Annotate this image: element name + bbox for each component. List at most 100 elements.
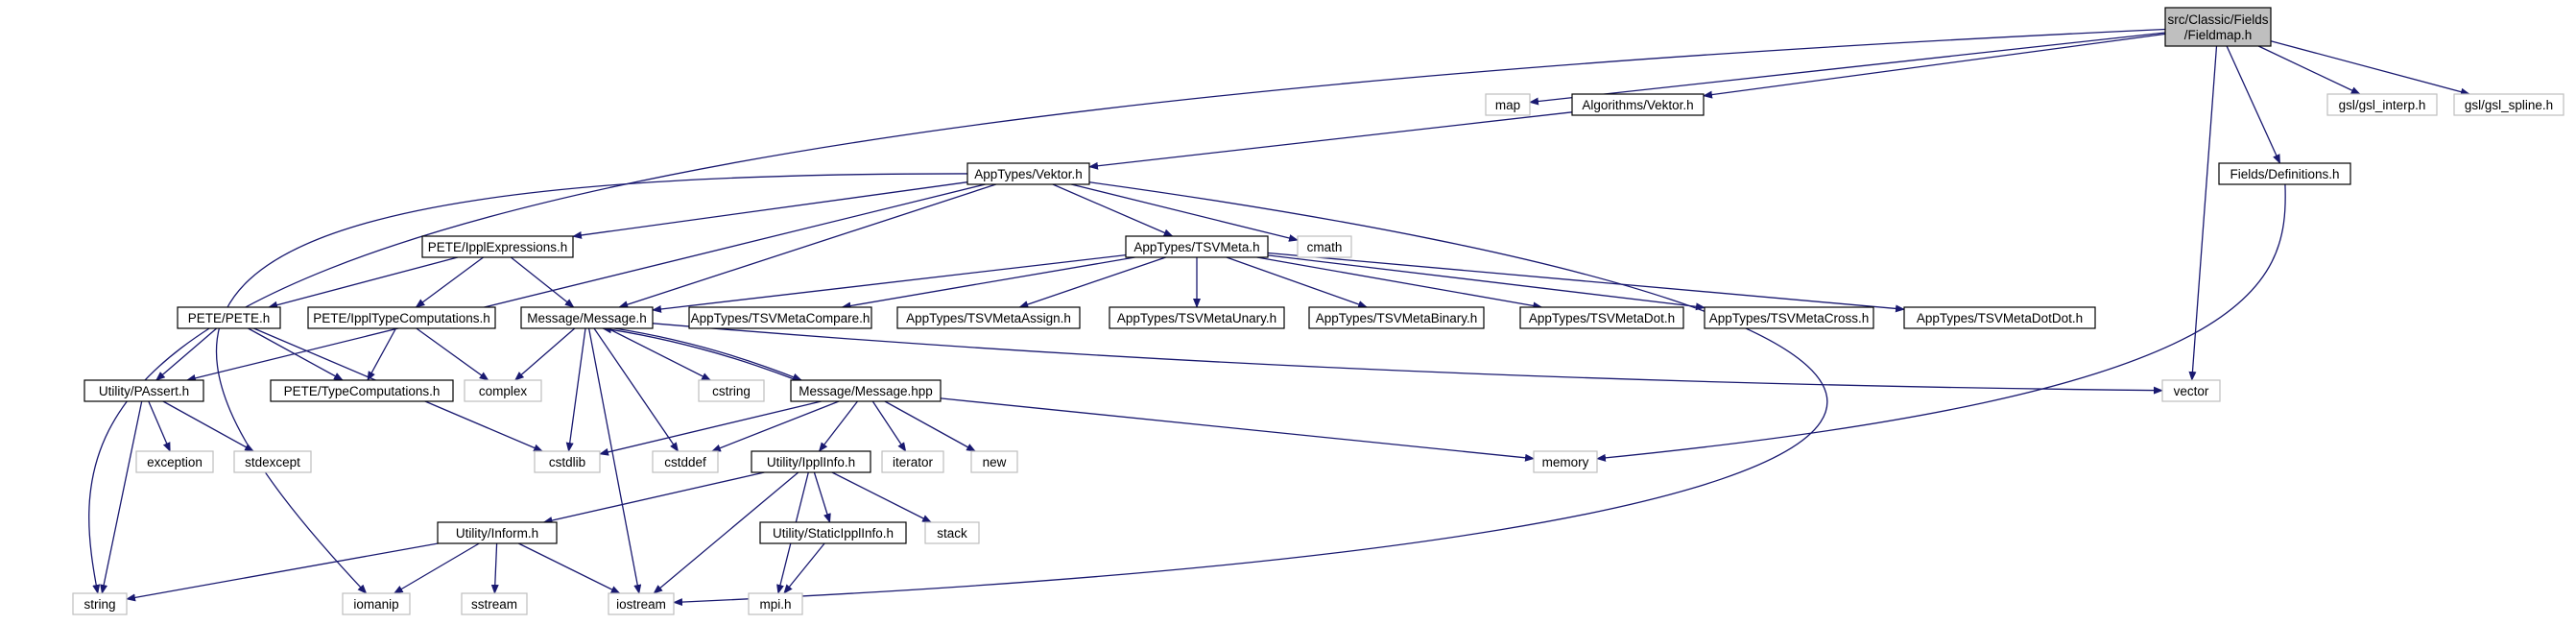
node-pete_pete[interactable]: PETE/PETE.h: [177, 306, 281, 329]
node-box: [759, 521, 907, 544]
edge-fieldmap-to-gsl_interp: [2257, 45, 2361, 95]
edges-layer: [88, 28, 2470, 607]
edge-apptypes_vektor-to-utility_passert: [185, 183, 986, 382]
node-sstream: sstream: [461, 592, 528, 615]
node-algorithms_vektor[interactable]: Algorithms/Vektor.h: [1571, 93, 1705, 116]
node-message_message_h[interactable]: Message/Message.h: [520, 306, 654, 329]
node-box: [83, 379, 204, 402]
edge-message_message_hpp-to-cstdlib: [599, 400, 822, 456]
node-pete_ipplexpressions[interactable]: PETE/IpplExpressions.h: [421, 235, 574, 258]
edge-utility_inform-to-string: [126, 542, 439, 602]
node-utility_ipplinfo[interactable]: Utility/IpplInfo.h: [751, 450, 871, 473]
edge-message_message_h-to-vector: [652, 323, 2163, 395]
edge-pete_pete-to-utility_passert: [155, 327, 218, 381]
node-box: [270, 379, 454, 402]
node-stdexcept: stdexcept: [233, 450, 312, 473]
node-label: AppTypes/TSVMetaDotDot.h: [1917, 311, 2083, 325]
node-iostream: iostream: [608, 592, 675, 615]
edge-fieldmap-to-vector: [2188, 45, 2218, 381]
edge-utility_passert-to-string: [100, 400, 143, 594]
edge-message_message_hpp-to-cstddef: [710, 400, 840, 452]
node-label: cmath: [1307, 240, 1343, 254]
node-memory: memory: [1533, 450, 1598, 473]
edge-utility_passert-to-stdexcept: [162, 400, 254, 452]
edge-utility_ipplinfo-to-utility_staticipplinfo: [813, 471, 831, 523]
node-box: [437, 521, 558, 544]
node-tsvmetadotdot[interactable]: AppTypes/TSVMetaDotDot.h: [1903, 306, 2096, 329]
edge-message_message_h-to-cstdlib: [565, 327, 586, 452]
node-box: [464, 379, 542, 402]
node-label: iterator: [893, 455, 934, 469]
edge-apptypes_vektor-to-iostream: [673, 181, 1828, 607]
node-label: new: [983, 455, 1007, 469]
node-tsvmetaassign[interactable]: AppTypes/TSVMetaAssign.h: [896, 306, 1081, 329]
node-tsvmetabinary[interactable]: AppTypes/TSVMetaBinary.h: [1308, 306, 1485, 329]
node-box: [1125, 235, 1269, 258]
node-utility_inform[interactable]: Utility/Inform.h: [437, 521, 558, 544]
node-box: [688, 306, 872, 329]
edge-fieldmap-to-gsl_spline: [2270, 40, 2470, 96]
nodes-layer: src/Classic/Fields/Fieldmap.hAlgorithms/…: [72, 7, 2564, 615]
node-label: Message/Message.hpp: [799, 384, 933, 398]
node-label: PETE/IpplExpressions.h: [428, 240, 568, 254]
node-label: PETE/PETE.h: [188, 311, 271, 325]
node-box: [520, 306, 654, 329]
node-box: [790, 379, 942, 402]
edge-apptypes_vektor-to-pete_ipplexpressions: [572, 181, 968, 239]
edge-apptypes_vektor-to-apptypes_tsvmeta: [1052, 183, 1174, 237]
node-fields_definitions[interactable]: Fields/Definitions.h: [2218, 162, 2351, 185]
node-label: AppTypes/TSVMeta.h: [1133, 240, 1259, 254]
node-pete_ippltypecomputations[interactable]: PETE/IpplTypeComputations.h: [307, 306, 496, 329]
node-label: Utility/Inform.h: [456, 526, 538, 541]
edge-apptypes_tsvmeta-to-tsvmetadot: [1256, 256, 1543, 310]
node-tsvmetaunary[interactable]: AppTypes/TSVMetaUnary.h: [1109, 306, 1285, 329]
node-apptypes_tsvmeta[interactable]: AppTypes/TSVMeta.h: [1125, 235, 1269, 258]
node-label: AppTypes/TSVMetaAssign.h: [906, 311, 1071, 325]
node-tsvmetacross[interactable]: AppTypes/TSVMetaCross.h: [1704, 306, 1874, 329]
edge-utility_inform-to-sstream: [490, 542, 499, 594]
node-box: [924, 521, 980, 544]
node-box: [1308, 306, 1485, 329]
node-box: [751, 450, 871, 473]
node-new: new: [970, 450, 1018, 473]
node-label: vector: [2174, 384, 2209, 398]
node-box: [748, 592, 803, 615]
edge-pete_ippltypecomputations-to-pete_typecomputations: [367, 327, 397, 381]
edge-utility_inform-to-iostream: [518, 542, 621, 594]
node-apptypes_vektor[interactable]: AppTypes/Vektor.h: [966, 162, 1090, 185]
node-box: [1297, 235, 1352, 258]
node-box: [1519, 306, 1684, 329]
node-cstdlib: cstdlib: [534, 450, 601, 473]
node-tsvmetacompare[interactable]: AppTypes/TSVMetaCompare.h: [688, 306, 872, 329]
edge-apptypes_tsvmeta-to-tsvmetadotdot: [1267, 252, 1905, 313]
node-label: cstring: [712, 384, 751, 398]
node-label: exception: [147, 455, 203, 469]
node-utility_passert[interactable]: Utility/PAssert.h: [83, 379, 204, 402]
node-stack: stack: [924, 521, 980, 544]
node-label: Message/Message.h: [527, 311, 647, 325]
node-utility_staticipplinfo[interactable]: Utility/StaticIpplInfo.h: [759, 521, 907, 544]
node-label: AppTypes/TSVMetaDot.h: [1529, 311, 1675, 325]
edge-message_message_hpp-to-memory: [940, 397, 1535, 462]
node-tsvmetadot[interactable]: AppTypes/TSVMetaDot.h: [1519, 306, 1684, 329]
node-label: stdexcept: [245, 455, 300, 469]
node-box: [135, 450, 214, 473]
edge-apptypes_tsvmeta-to-tsvmetaassign: [1018, 256, 1166, 308]
node-pete_typecomputations[interactable]: PETE/TypeComputations.h: [270, 379, 454, 402]
node-label: AppTypes/TSVMetaCompare.h: [691, 311, 871, 325]
node-label: cstddef: [664, 455, 706, 469]
edge-algorithms_vektor-to-apptypes_vektor: [1088, 111, 1573, 170]
edge-message_message_hpp-to-new: [884, 400, 976, 452]
node-label: AppTypes/TSVMetaUnary.h: [1117, 311, 1276, 325]
node-label: iomanip: [353, 597, 398, 612]
node-box: [1571, 93, 1705, 116]
edge-utility_ipplinfo-to-stack: [831, 471, 932, 523]
node-exception: exception: [135, 450, 214, 473]
node-message_message_hpp[interactable]: Message/Message.hpp: [790, 379, 942, 402]
edge-utility_inform-to-iomanip: [393, 542, 480, 594]
node-box: [233, 450, 312, 473]
edge-utility_passert-to-exception: [148, 400, 171, 452]
node-box: [966, 162, 1090, 185]
edge-pete_ipplexpressions-to-message_message_h: [510, 256, 575, 308]
